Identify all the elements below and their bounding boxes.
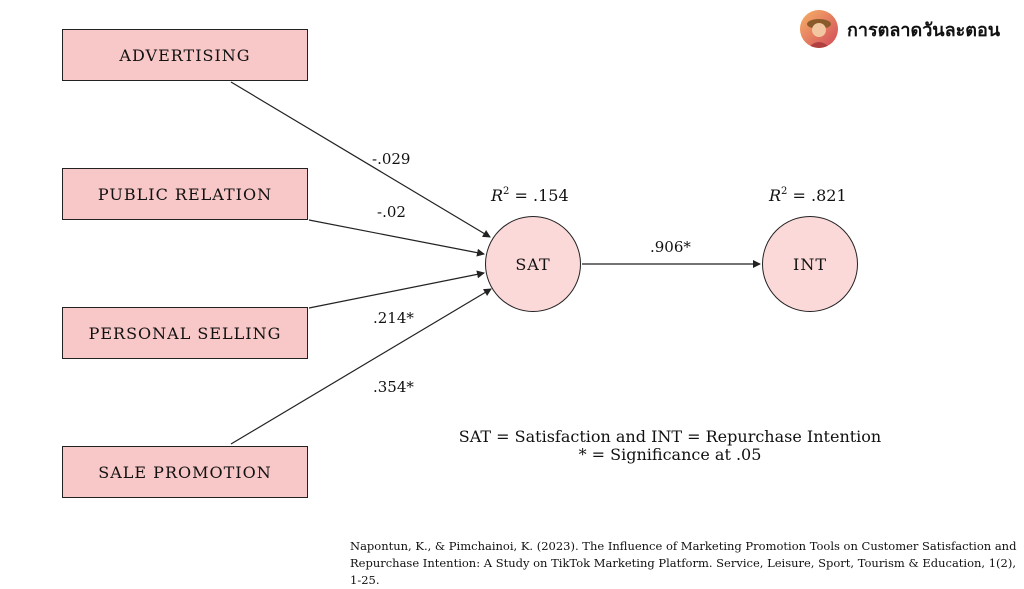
arrow-personal-selling-sat (308, 270, 485, 309)
coef-sat-int: .906* (650, 238, 691, 256)
node-int: INT (762, 216, 858, 312)
r2-int: R2 = .821 (769, 186, 847, 205)
node-sat: SAT (485, 216, 581, 312)
coef-advertising: -.029 (372, 150, 411, 168)
node-personal-selling: PERSONAL SELLING (62, 307, 308, 359)
coef-sale-promotion: .354* (373, 378, 414, 396)
legend-significance: * = Significance at .05 (578, 445, 762, 464)
path-arrows (230, 81, 761, 445)
diagram-legend: SAT = Satisfaction and INT = Repurchase … (430, 428, 910, 464)
avatar-logo-icon (800, 10, 838, 48)
coef-personal-selling: .214* (373, 309, 414, 327)
r2-sat: R2 = .154 (491, 186, 569, 205)
node-advertising: ADVERTISING (62, 29, 308, 81)
citation-line-2: Repurchase Intention: A Study on TikTok … (350, 556, 1017, 587)
citation-line-1: Napontun, K., & Pimchainoi, K. (2023). T… (350, 539, 1017, 553)
brand-name: การตลาดวันละตอน (847, 19, 1001, 41)
citation: Napontun, K., & Pimchainoi, K. (2023). T… (350, 538, 1020, 589)
coef-public-relation: -.02 (377, 203, 406, 221)
brand-logo: การตลาดวันละตอน (800, 10, 1000, 48)
legend-abbreviations: SAT = Satisfaction and INT = Repurchase … (458, 427, 882, 446)
node-sale-promotion: SALE PROMOTION (62, 446, 308, 498)
arrow-advertising-sat (230, 81, 491, 238)
arrow-public-relation-sat (308, 219, 485, 257)
node-public-relation: PUBLIC RELATION (62, 168, 308, 220)
arrow-sale-promotion-sat (230, 288, 492, 445)
